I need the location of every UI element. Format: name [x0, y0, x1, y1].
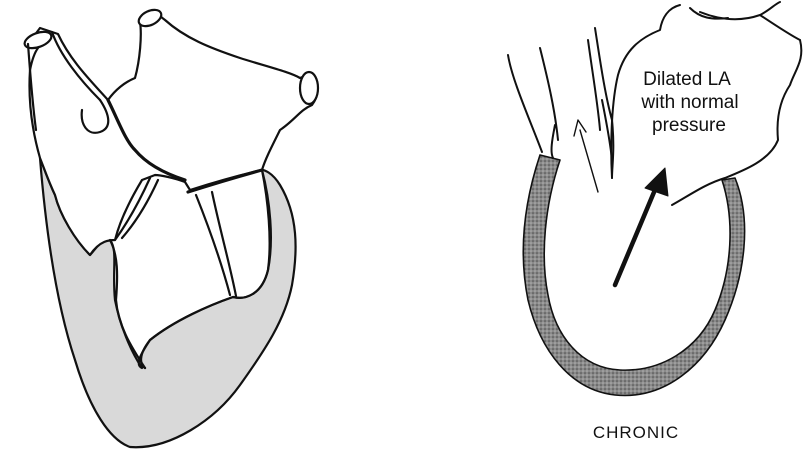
forward-flow-arrow	[574, 120, 598, 192]
regurgitant-flow-arrow	[615, 168, 668, 285]
la-label-line-3: pressure	[652, 115, 726, 136]
aortic-root-left-wall	[508, 55, 542, 152]
chordae-right	[212, 192, 236, 296]
chronic-caption: CHRONIC	[593, 423, 679, 442]
right-vessel-opening	[300, 72, 318, 104]
la-label-line-1: Dilated LA	[643, 69, 731, 90]
la-label-line-2: with normal	[640, 92, 738, 113]
right-heart-illustration: Dilated LA with normal pressure CHRONIC	[508, 2, 801, 442]
aortic-leaflet	[552, 125, 555, 158]
left-heart-illustration	[22, 7, 318, 448]
ventricle-myocardium-shaded	[523, 155, 744, 395]
